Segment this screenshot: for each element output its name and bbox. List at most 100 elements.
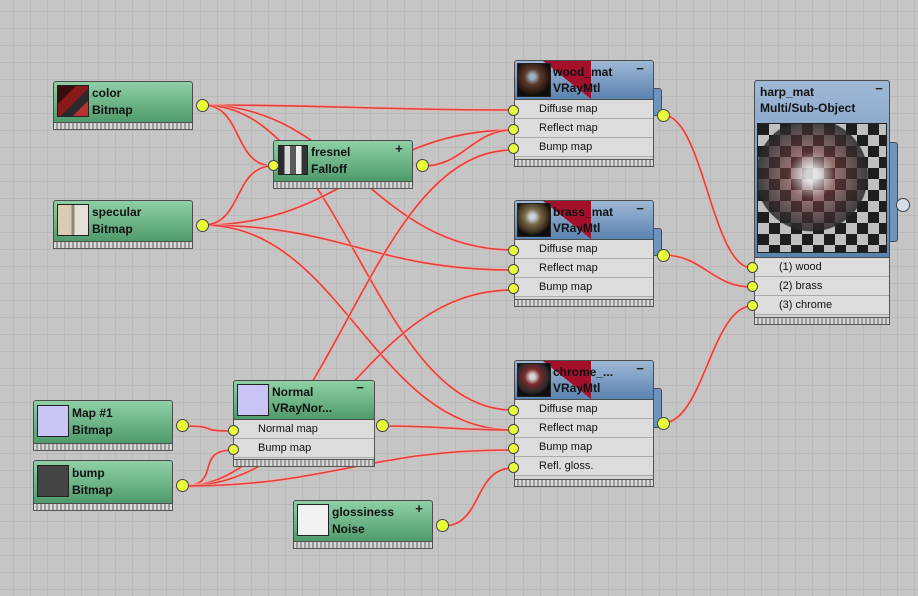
- node-map1[interactable]: Map #1 Bitmap: [33, 400, 193, 452]
- slot-reflect-map[interactable]: Reflect map: [515, 259, 653, 278]
- output-socket[interactable]: [436, 519, 449, 532]
- wire[interactable]: [202, 104, 274, 167]
- node-slots: (1) wood (2) brass (3) chrome: [754, 258, 890, 318]
- wire[interactable]: [382, 425, 514, 431]
- material-preview-icon: [517, 363, 551, 397]
- input-socket-normal-map[interactable]: [228, 425, 239, 436]
- input-socket-diffuse-map[interactable]: [508, 245, 519, 256]
- output-socket[interactable]: [196, 219, 209, 232]
- wire[interactable]: [202, 224, 514, 271]
- node-wood-mat[interactable]: wood_mat VRayMtl − Diffuse map Reflect m…: [507, 60, 677, 172]
- node-fresnel[interactable]: fresnel Falloff +: [266, 140, 436, 192]
- input-socket-bump-map[interactable]: [228, 444, 239, 455]
- wire-halo: [422, 128, 514, 168]
- slot-label: Bump map: [539, 281, 593, 293]
- slot-normal-map[interactable]: Normal map: [234, 420, 374, 439]
- collapse-button[interactable]: −: [636, 61, 644, 76]
- node-name: Map #1: [72, 406, 113, 420]
- slot-label: Reflect map: [539, 122, 598, 134]
- output-socket[interactable]: [657, 249, 670, 262]
- input-socket-diffuse-map[interactable]: [508, 105, 519, 116]
- node-footer: [293, 542, 433, 549]
- collapse-button[interactable]: −: [875, 81, 883, 96]
- slot-bump-map[interactable]: Bump map: [515, 278, 653, 297]
- slot-reflect-map[interactable]: Reflect map: [515, 419, 653, 438]
- output-socket[interactable]: [196, 99, 209, 112]
- material-preview-icon: [517, 63, 551, 97]
- node-specular[interactable]: specular Bitmap: [53, 200, 213, 250]
- node-harp-mat[interactable]: harp_mat Multi/Sub-Object − (1) wood (2)…: [746, 80, 918, 330]
- wire[interactable]: [202, 104, 514, 111]
- output-socket[interactable]: [657, 109, 670, 122]
- node-type: VRayNor...: [272, 401, 333, 415]
- input-socket-reflect-map[interactable]: [508, 264, 519, 275]
- slot-label: Bump map: [539, 141, 593, 153]
- node-type: VRayMtl: [553, 221, 601, 235]
- input-socket-refl-gloss[interactable]: [508, 462, 519, 473]
- node-type: Bitmap: [72, 483, 113, 497]
- node-type: VRayMtl: [553, 81, 601, 95]
- input-socket[interactable]: [268, 160, 279, 171]
- node-color[interactable]: color Bitmap: [53, 81, 209, 131]
- slot-label: Bump map: [258, 442, 312, 454]
- output-socket[interactable]: [176, 479, 189, 492]
- node-type: Falloff: [311, 162, 347, 176]
- node-chrome-mat[interactable]: chrome_... VRayMtl − Diffuse map Reflect…: [507, 360, 677, 492]
- node-normal[interactable]: Normal VRayNor... − Normal map Bump map: [228, 380, 393, 472]
- bitmap-thumbnail-icon: [297, 504, 329, 536]
- node-name: glossiness: [332, 505, 395, 519]
- input-socket-bump-map[interactable]: [508, 283, 519, 294]
- node-bump[interactable]: bump Bitmap: [33, 460, 193, 512]
- node-footer: [754, 318, 890, 325]
- node-footer: [514, 160, 654, 167]
- slot-label: Bump map: [539, 441, 593, 453]
- input-socket-brass[interactable]: [747, 281, 758, 292]
- input-socket-wood[interactable]: [747, 262, 758, 273]
- node-footer: [53, 123, 193, 130]
- slot-diffuse-map[interactable]: Diffuse map: [515, 100, 653, 119]
- slot-reflect-map[interactable]: Reflect map: [515, 119, 653, 138]
- wire[interactable]: [202, 165, 274, 226]
- node-footer: [33, 444, 173, 451]
- collapse-button[interactable]: −: [636, 361, 644, 376]
- output-socket[interactable]: [657, 417, 670, 430]
- node-footer: [233, 460, 375, 467]
- material-preview-icon: [517, 203, 551, 237]
- collapse-button[interactable]: −: [356, 380, 364, 395]
- slot-wood[interactable]: (1) wood: [755, 258, 889, 277]
- slot-bump-map[interactable]: Bump map: [234, 439, 374, 458]
- node-name: color: [92, 86, 122, 100]
- slot-label: (2) brass: [779, 280, 823, 292]
- input-socket-reflect-map[interactable]: [508, 124, 519, 135]
- output-socket[interactable]: [416, 159, 429, 172]
- collapse-button[interactable]: −: [636, 201, 644, 216]
- wire[interactable]: [422, 129, 514, 167]
- side-tab: [890, 142, 898, 242]
- input-socket-diffuse-map[interactable]: [508, 405, 519, 416]
- slot-chrome[interactable]: (3) chrome: [755, 296, 889, 315]
- slot-label: Diffuse map: [539, 103, 598, 115]
- input-socket-reflect-map[interactable]: [508, 424, 519, 435]
- node-brass-mat[interactable]: brass_mat VRayMtl − Diffuse map Reflect …: [507, 200, 677, 312]
- slot-brass[interactable]: (2) brass: [755, 277, 889, 296]
- node-name: wood_mat: [553, 65, 613, 79]
- slot-diffuse-map[interactable]: Diffuse map: [515, 240, 653, 259]
- expand-button[interactable]: +: [395, 141, 403, 156]
- expand-button[interactable]: +: [415, 501, 423, 516]
- node-glossiness[interactable]: glossiness Noise +: [293, 500, 463, 552]
- slot-bump-map[interactable]: Bump map: [515, 138, 653, 157]
- slot-label: Diffuse map: [539, 403, 598, 415]
- node-footer: [273, 182, 413, 189]
- input-socket-bump-map[interactable]: [508, 143, 519, 154]
- output-socket[interactable]: [376, 419, 389, 432]
- slot-refl-gloss[interactable]: Refl. gloss.: [515, 457, 653, 476]
- input-socket-bump-map[interactable]: [508, 443, 519, 454]
- slot-diffuse-map[interactable]: Diffuse map: [515, 400, 653, 419]
- input-socket-chrome[interactable]: [747, 300, 758, 311]
- node-type: Bitmap: [92, 103, 133, 117]
- slot-bump-map[interactable]: Bump map: [515, 438, 653, 457]
- wire-halo: [202, 164, 274, 227]
- output-socket[interactable]: [176, 419, 189, 432]
- output-socket[interactable]: [896, 198, 910, 212]
- node-slots: Diffuse map Reflect map Bump map Refl. g…: [514, 400, 654, 480]
